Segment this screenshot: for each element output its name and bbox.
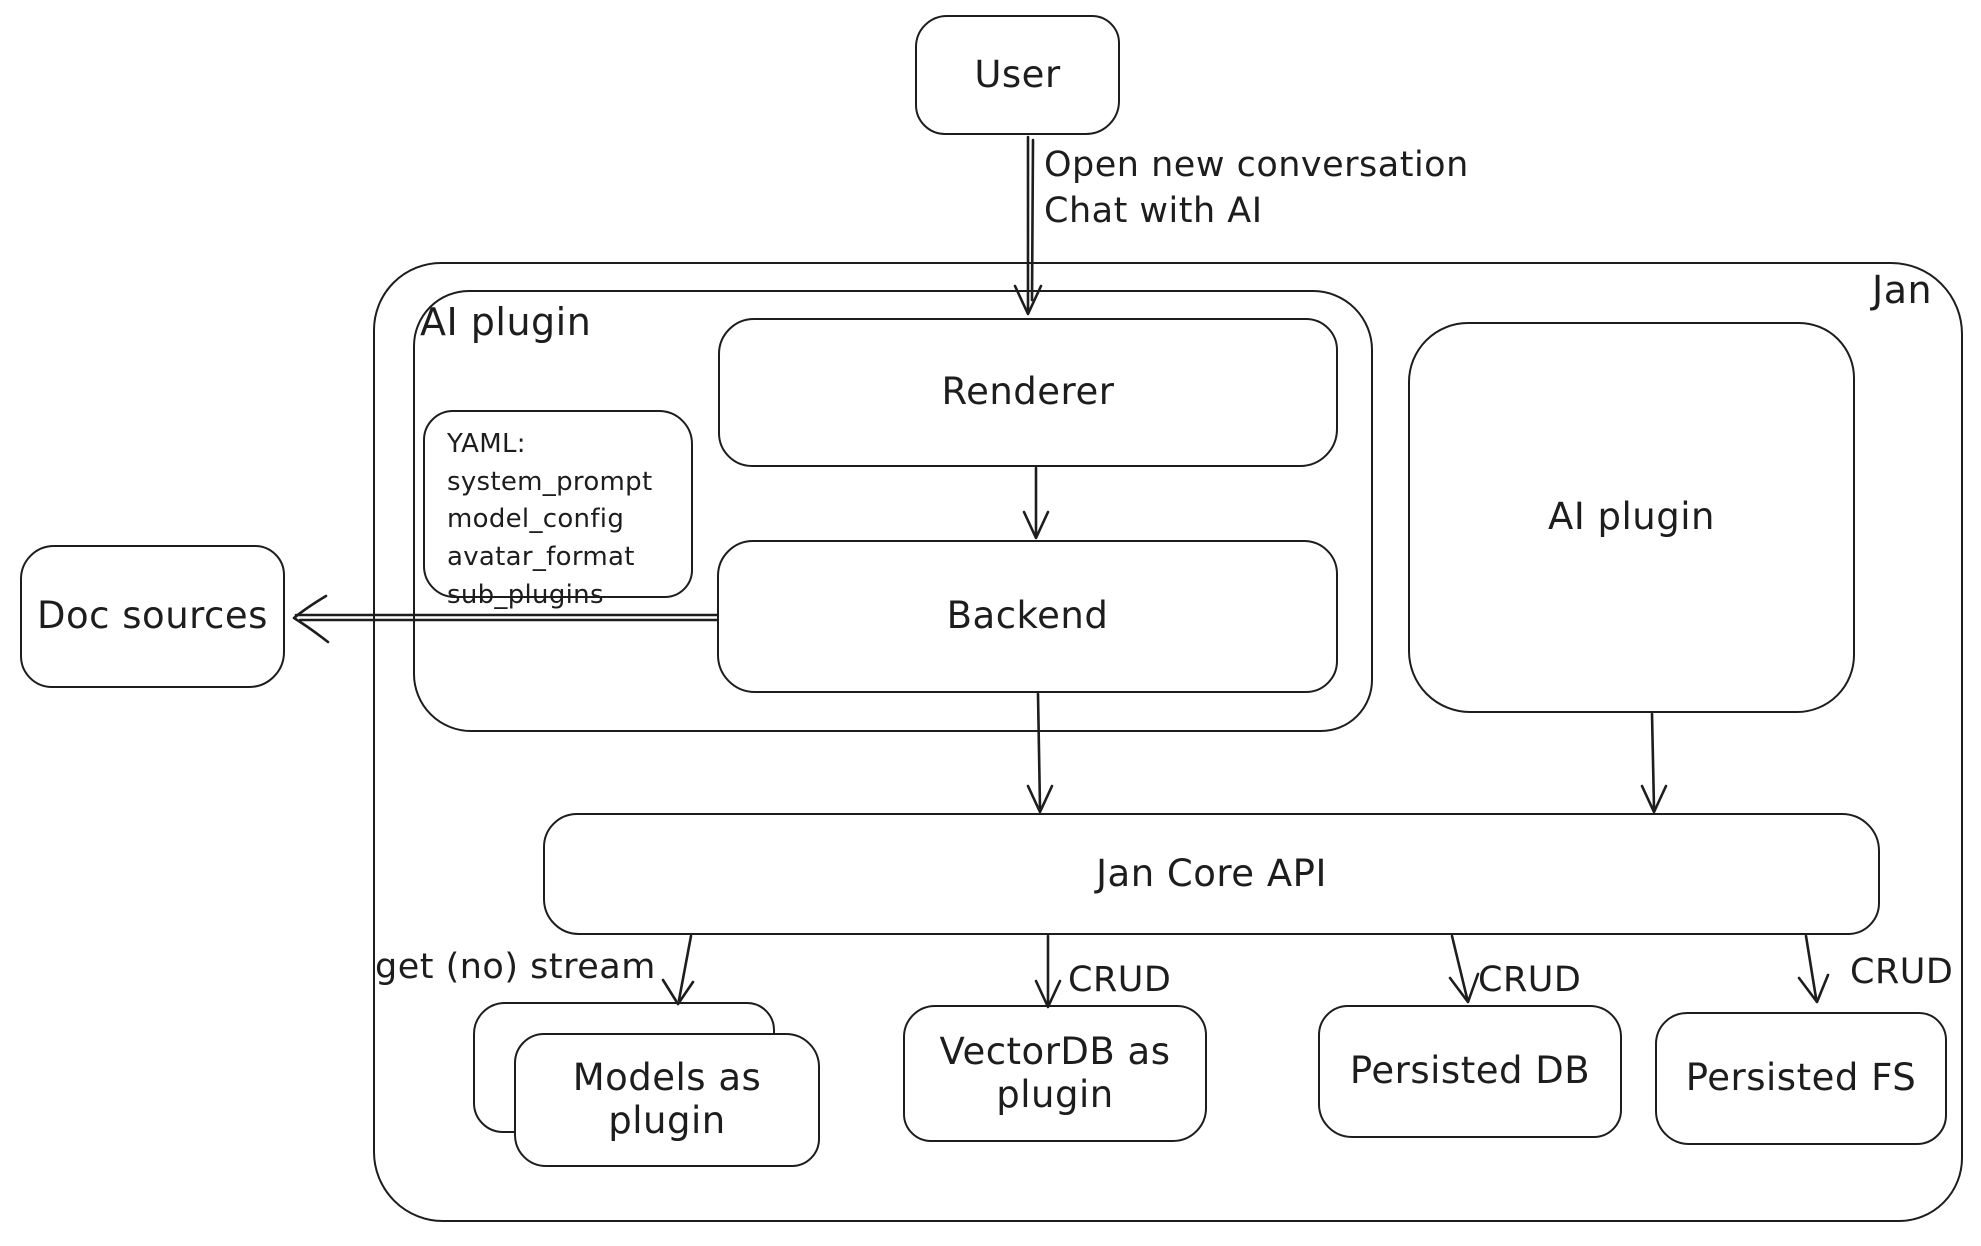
yaml-note-line: avatar_format: [447, 542, 635, 573]
node-renderer: Renderer: [718, 318, 1338, 467]
persisted-db-label: Persisted DB: [1349, 1049, 1591, 1093]
models-as-plugin-label: Models as plugin: [572, 1056, 762, 1142]
node-user: User: [915, 15, 1120, 135]
doc-sources-label: Doc sources: [37, 594, 268, 638]
node-models-as-plugin: Models as plugin: [514, 1033, 820, 1167]
edge-label-crud-vectordb: CRUD: [1068, 960, 1172, 1000]
ai-plugin-container: [413, 290, 1373, 732]
yaml-note-text: YAML: system_prompt model_config avatar_…: [447, 426, 652, 614]
node-doc-sources: Doc sources: [20, 545, 285, 688]
edge-label-crud-persisted-db: CRUD: [1478, 960, 1582, 1000]
edge-label-crud-persisted-fs: CRUD: [1850, 952, 1954, 992]
edge-label-user-to-renderer: Open new conversation Chat with AI: [1044, 143, 1469, 234]
yaml-note-line: system_prompt: [447, 466, 653, 497]
node-persisted-fs: Persisted FS: [1655, 1012, 1947, 1145]
node-jan-core-api: Jan Core API: [543, 813, 1880, 935]
yaml-note-line: sub_plugins: [447, 579, 604, 610]
node-backend: Backend: [717, 540, 1338, 693]
jan-container: [373, 262, 1963, 1222]
node-yaml-note: YAML: system_prompt model_config avatar_…: [423, 410, 693, 610]
persisted-fs-label: Persisted FS: [1685, 1056, 1917, 1100]
ai-plugin-container-label: AI plugin: [420, 300, 592, 344]
edge-label-chat-with-ai: Chat with AI: [1044, 190, 1263, 231]
node-ai-plugin-right: AI plugin: [1408, 322, 1855, 713]
node-vectordb-as-plugin: VectorDB as plugin: [903, 1005, 1207, 1142]
vectordb-as-plugin-label: VectorDB as plugin: [939, 1029, 1171, 1116]
renderer-label: Renderer: [941, 370, 1115, 414]
yaml-note-line: YAML:: [447, 429, 526, 459]
edge-label-open-conversation: Open new conversation: [1044, 145, 1469, 185]
node-persisted-db: Persisted DB: [1318, 1005, 1622, 1138]
backend-label: Backend: [946, 594, 1109, 638]
edge-label-get-no-stream: get (no) stream: [375, 947, 656, 987]
yaml-note-line: model_config: [447, 504, 625, 535]
ai-plugin-right-label: AI plugin: [1548, 495, 1715, 539]
user-label: User: [974, 52, 1061, 96]
jan-core-api-label: Jan Core API: [1096, 851, 1327, 895]
jan-container-label: Jan: [1872, 268, 1933, 312]
